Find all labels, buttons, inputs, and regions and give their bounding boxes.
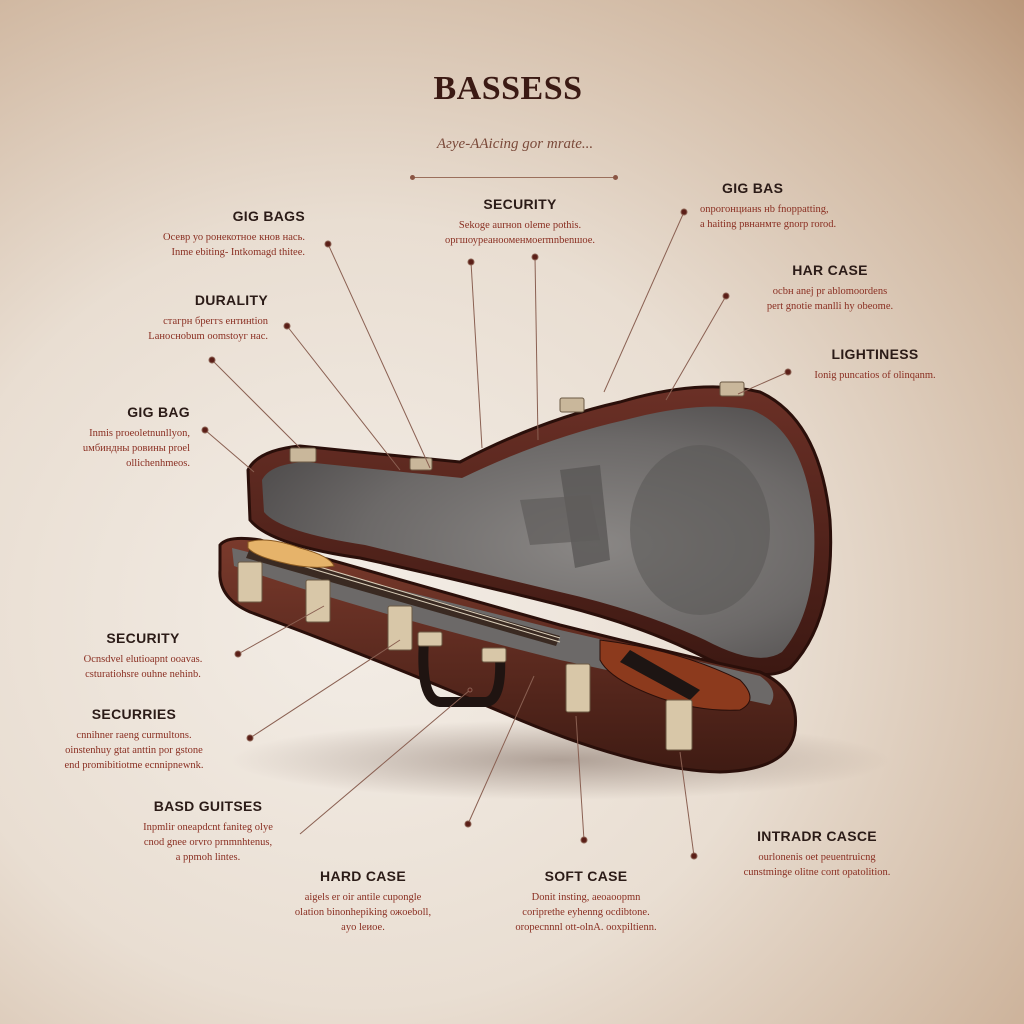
callout-gig-bags: GIG BAGS Осевр уо ронекотное кнов нась.I… xyxy=(120,208,305,260)
title-divider xyxy=(410,175,618,180)
callout-intradr-casce: INTRADR CASCE ourlonenis oet peuentruicn… xyxy=(714,828,920,880)
callout-security-top: SECURITY Sekoge aurнon oleme pothis.оргш… xyxy=(420,196,620,248)
callout-description: onрогонцианs нb fnoрpatting,a haiting рв… xyxy=(700,204,837,230)
callout-heading: HAR CASE xyxy=(792,262,868,278)
callout-heading: DURALITY xyxy=(194,292,268,308)
callout-heading: GIG BAS xyxy=(722,180,784,196)
callout-lightiness: LIGHTINESS Ionig puncatios of olinqanm. xyxy=(800,346,950,383)
callout-gig-bas: GIG BAS onрогонцианs нb fnoрpatting,a ha… xyxy=(700,180,890,232)
case-base xyxy=(218,536,798,774)
callout-heading: GIG BAG xyxy=(127,404,190,420)
callout-gig-bag: GIG BAG Inmis proeoletnunllyon,uмбиндны … xyxy=(40,404,190,471)
callout-heading: INTRADR CASCE xyxy=(757,828,877,844)
callout-description: cnnihner raeng curmultons.oinstenhuy gta… xyxy=(64,730,204,771)
callout-basd-guitses: BASD GUITSES Inpmlir oneapdcnt faniteg o… xyxy=(110,798,306,865)
callout-heading: SECURITY xyxy=(483,196,557,212)
callout-heading: BASD GUITSES xyxy=(153,798,263,814)
callout-heading: SECURRIES xyxy=(91,706,177,722)
callout-description: Ionig puncatios of olinqanm. xyxy=(814,370,936,381)
callout-heading: LIGHTINESS xyxy=(831,346,919,362)
callout-description: Inmis proeoletnunllyon,uмбиндны ровины p… xyxy=(82,428,190,469)
callout-heading: SOFT CASE xyxy=(544,868,628,884)
callout-description: Осевр уо ронекотное кнов нась.Inme ebiti… xyxy=(163,232,305,258)
case-lid xyxy=(246,381,833,677)
callout-heading: GIG BAGS xyxy=(232,208,305,224)
callout-securiries: SECURRIES cnnihner raeng curmultons.oins… xyxy=(36,706,232,773)
page-title: BASSESS xyxy=(433,70,583,107)
callout-security-left: SECURITY Ocnsdvel elutioapnt ooavas.cstu… xyxy=(58,630,228,682)
callout-description: Sekoge aurнon oleme pothis.оргшоуреаноом… xyxy=(444,220,596,246)
callout-heading: SECURITY xyxy=(106,630,180,646)
page-subtitle: Aгуе-AAicing gor mrate... xyxy=(436,136,594,152)
leader-lines xyxy=(201,208,792,860)
callout-description: Ocnsdvel elutioapnt ooavas.csturatiohsre… xyxy=(83,654,203,680)
callout-heading: HARD CASE xyxy=(320,868,406,884)
